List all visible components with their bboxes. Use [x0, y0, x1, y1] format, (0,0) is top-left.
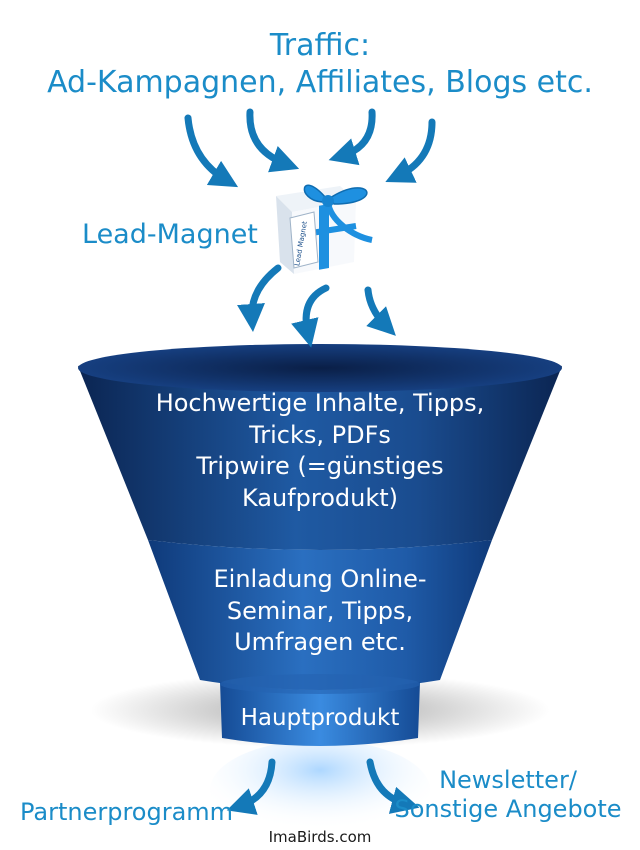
lead-arrow-3	[364, 286, 396, 336]
funnel-stage-1-shape	[78, 348, 562, 550]
brand-footer: ImaBirds.com	[268, 828, 372, 846]
funnel-stage-2-text: Einladung Online- Seminar, Tipps, Umfrag…	[170, 564, 470, 659]
output-arrow-left	[226, 758, 276, 815]
funnel-tube-rim	[220, 674, 420, 694]
funnel-stage-3-shape	[220, 682, 420, 746]
newsletter-label: Newsletter/ Sonstige Angebote	[380, 766, 636, 825]
traffic-sources: Ad-Kampagnen, Affiliates, Blogs etc.	[47, 64, 593, 100]
stage1-line: Hochwertige Inhalte, Tipps,	[155, 389, 485, 417]
funnel-stage-2-shape	[148, 540, 492, 690]
gift-box-icon	[276, 184, 373, 274]
newsletter-line: Newsletter/	[439, 766, 577, 794]
lead-magnet-label: Lead-Magnet	[82, 219, 258, 250]
stage1-line: Kaufprodukt)	[241, 484, 399, 513]
other-offers-line: Sonstige Angebote	[394, 795, 622, 824]
stage1-line: Tripwire (=günstiges	[196, 452, 444, 481]
funnel-stage-3-text: Hauptprodukt	[240, 705, 400, 731]
partner-program-label: Partnerprogramm	[20, 798, 234, 826]
traffic-label: Traffic: Ad-Kampagnen, Affiliates, Blogs…	[0, 28, 640, 101]
traffic-arrow-2	[246, 108, 300, 173]
stage2-line: Seminar, Tipps,	[226, 596, 414, 625]
traffic-arrow-4	[385, 118, 436, 183]
stage2-line: Einladung Online-	[213, 565, 427, 593]
output-arrow-right	[366, 758, 420, 814]
traffic-arrow-1	[184, 114, 239, 188]
funnel-rim	[78, 344, 562, 392]
stage2-line: Umfragen etc.	[234, 628, 406, 657]
lead-arrow-2	[291, 284, 330, 348]
traffic-title: Traffic:	[269, 28, 371, 63]
traffic-arrow-3	[328, 108, 376, 166]
stage1-line: Tricks, PDFs	[249, 420, 391, 449]
funnel-glow	[210, 740, 430, 840]
lead-arrow-1	[237, 264, 282, 332]
funnel-stage-1-text: Hochwertige Inhalte, Tipps, Tricks, PDFs…	[120, 388, 520, 515]
